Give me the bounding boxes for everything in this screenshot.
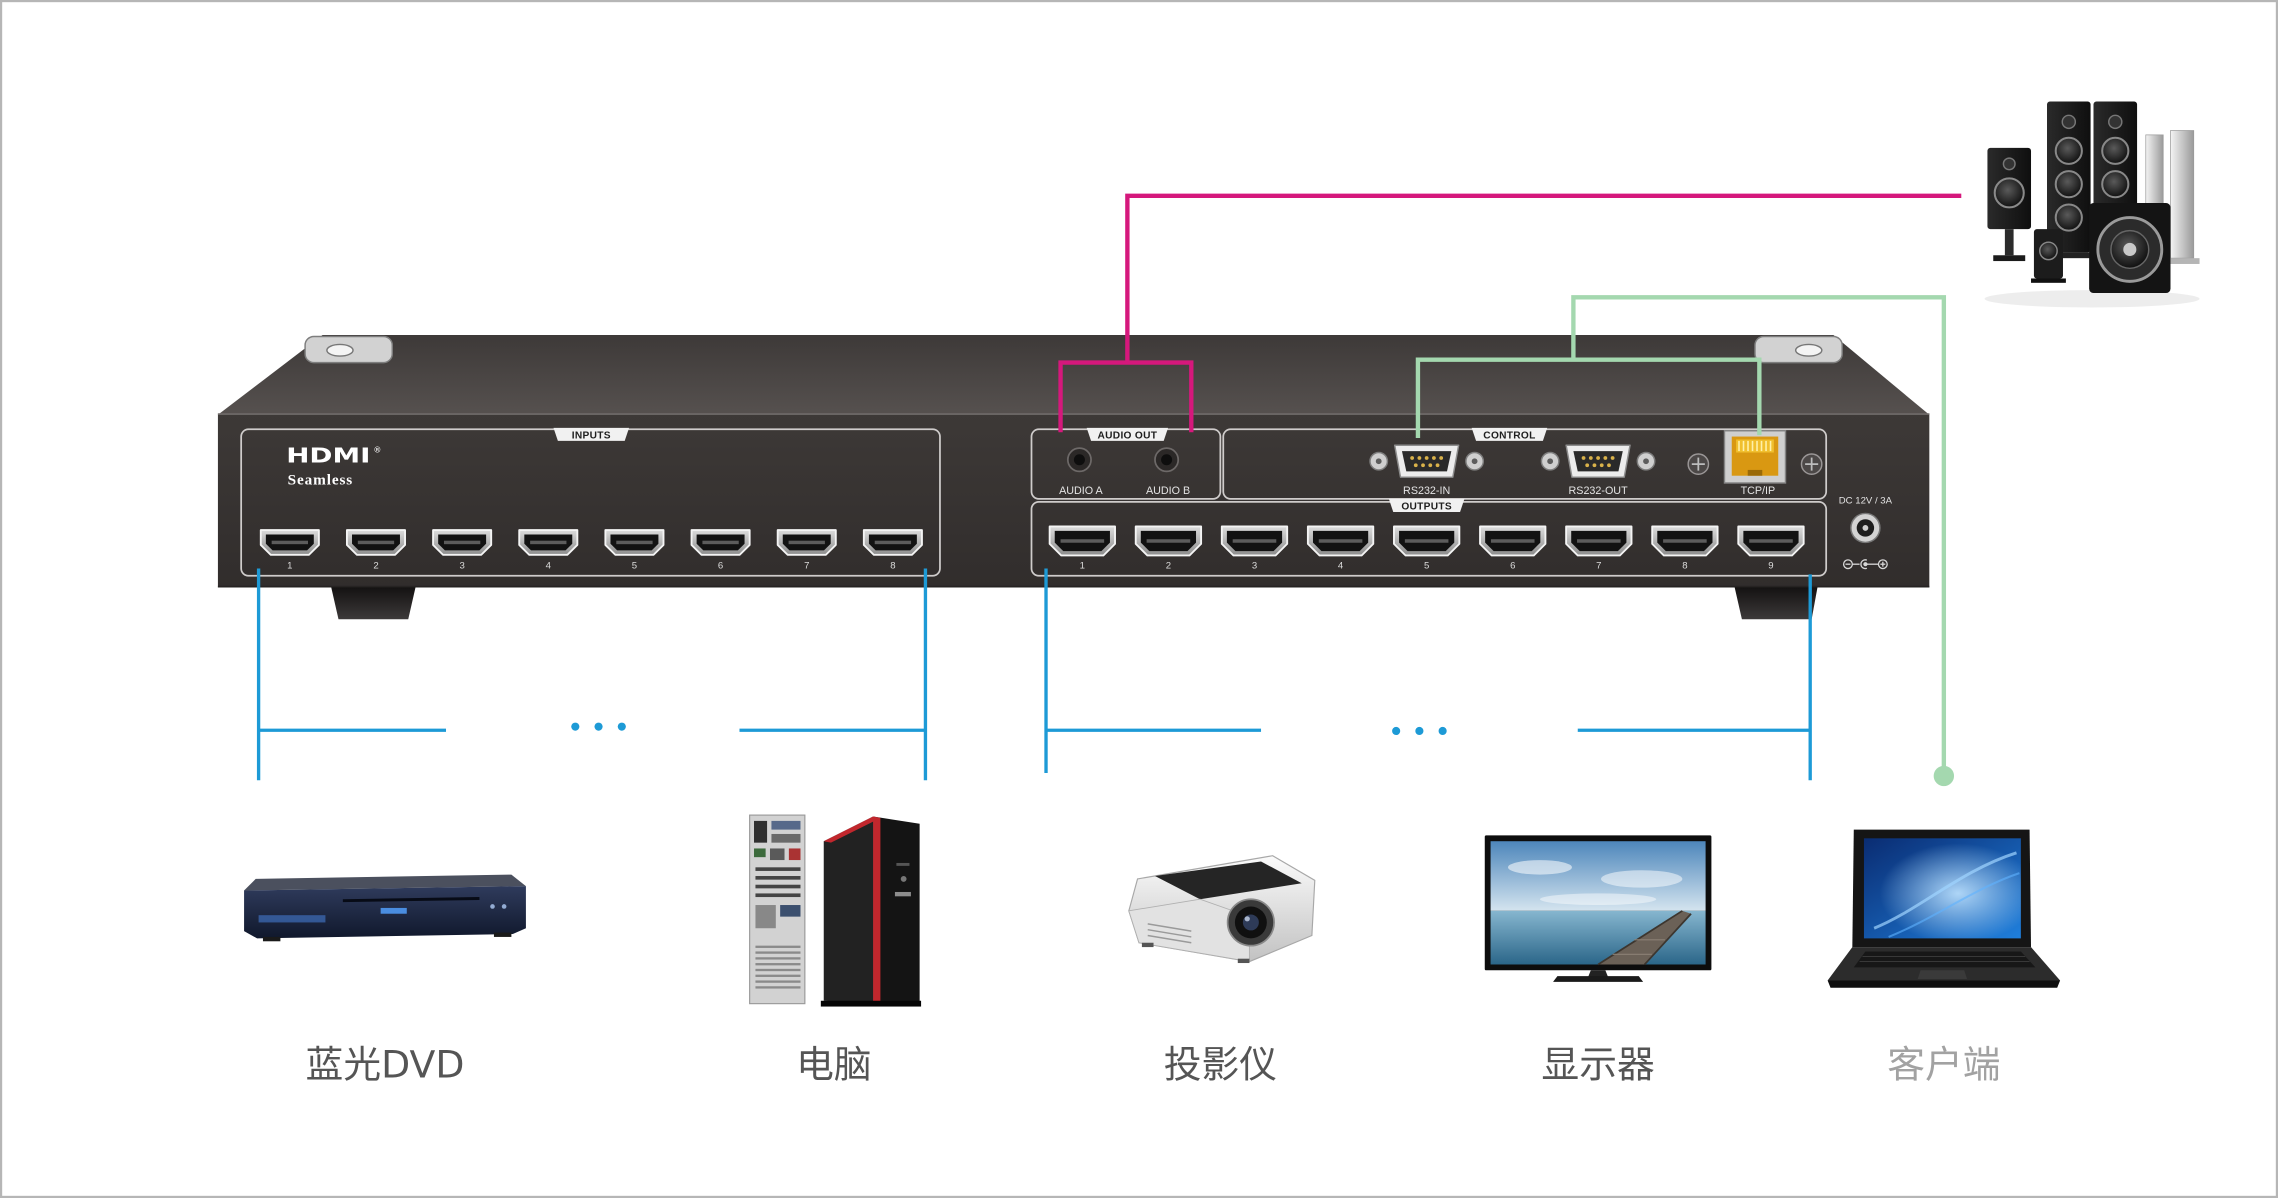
inputs-label: INPUTS [572,430,611,441]
endpoint-label-monitor: 显示器 [1541,1043,1654,1087]
ground-screw-icon [1800,453,1823,475]
ellipsis-dots [571,722,626,731]
input-port-number: 3 [459,561,464,572]
input-port-number: 6 [718,561,723,572]
hdmi-output-port [1048,525,1116,557]
output-port-group: 1 2 3 4 5 6 7 8 9 [1048,525,1805,572]
speaker-system-icon [1984,101,2200,308]
hdmi-output-port [1306,525,1375,557]
seamless-tagline: Seamless [288,471,353,488]
monitor-icon [1484,835,1712,982]
output-port-number: 7 [1596,561,1601,572]
tcp-ip-label: TCP/IP [1741,485,1776,497]
rear-panel [217,413,1930,588]
input-port-number: 1 [287,561,292,572]
rj45-contacts [1738,440,1772,452]
endpoint-label-pc: 电脑 [796,1043,872,1087]
rs232-in-label: RS232-IN [1403,485,1450,497]
input-port-number: 5 [632,561,637,572]
chassis-top [217,335,1930,415]
audio-out-tab [1086,427,1169,441]
output-port-number: 3 [1252,561,1257,572]
hdmi-output-port [1565,525,1633,557]
input-port-number: 4 [546,561,552,572]
hdmi-output-port [1651,525,1719,557]
audio-b-label: AUDIO B [1146,485,1190,497]
projector-icon [1128,855,1316,964]
hdmi-input-port [604,529,665,556]
foot-left [331,587,416,620]
control-tab [1471,427,1548,441]
bluray-player-icon [244,874,526,942]
hdmi-input-port [259,529,320,556]
rack-ear-left [304,335,393,364]
ellipsis-dots [1392,726,1447,736]
hdmi-output-port [1220,525,1289,557]
output-port-number: 6 [1510,561,1515,572]
foot-right [1734,587,1818,620]
audio-out-label: AUDIO OUT [1098,430,1158,441]
input-connection-lines [256,568,928,781]
control-label: CONTROL [1483,430,1535,441]
hdmi-input-port [862,529,923,556]
rs232-out-label: RS232-OUT [1569,485,1629,497]
rs232-in-port [1369,444,1485,478]
hdmi-output-port [1134,525,1203,557]
laptop-icon [1827,829,2061,988]
endpoint-label-bluray: 蓝光DVD [306,1043,465,1087]
hdmi-input-port [690,529,751,556]
desktop-pc-icon [749,814,922,1007]
audio-jack-a [1066,447,1092,473]
inputs-tab [553,427,630,441]
output-port-number: 9 [1768,561,1773,572]
hdmi-input-port [345,529,406,556]
outputs-tab [1388,498,1465,512]
rack-ear-right [1754,335,1843,364]
audio-connection-line [1058,193,1962,433]
audio-jack-b [1154,447,1180,473]
hdmi-input-port [432,529,493,556]
hdmi-logo: HDMI [286,444,370,468]
input-port-group: 1 2 3 4 5 6 7 8 [259,529,923,572]
outputs-label: OUTPUTS [1401,502,1452,513]
output-port-number: 2 [1166,561,1171,572]
hdmi-input-port [518,529,579,556]
output-port-number: 8 [1682,561,1687,572]
input-port-number: 2 [373,561,378,572]
ground-screw-icon [1687,453,1710,475]
control-endpoint-dot [1933,765,1955,787]
output-port-number: 5 [1424,561,1429,572]
output-port-number: 1 [1080,561,1085,572]
audio-a-label: AUDIO A [1059,485,1103,497]
input-port-number: 7 [804,561,809,572]
hdmi-input-port [776,529,837,556]
hdmi-output-port [1737,525,1805,557]
control-connection-line [1415,295,1947,776]
rj45-port [1723,430,1787,484]
hdmi-logo-registered-mark: ® [373,446,381,455]
hdmi-output-port [1479,525,1547,557]
output-connection-lines [1044,568,1812,781]
dc-power-jack [1850,512,1881,544]
input-port-number: 8 [890,561,895,572]
polarity-icon [1842,559,1888,570]
rs232-out-port [1540,444,1656,478]
endpoint-label-projector: 投影仪 [1164,1043,1277,1087]
endpoint-label-client: 客户端 [1887,1043,2000,1087]
power-rating-label: DC 12V / 3A [1839,495,1893,506]
hdmi-matrix-device: INPUTS HDMI ® Seamless 1 2 3 4 5 6 7 8 AUDIO OU… [217,335,1930,620]
output-port-number: 4 [1338,561,1344,572]
hdmi-output-port [1393,525,1461,557]
